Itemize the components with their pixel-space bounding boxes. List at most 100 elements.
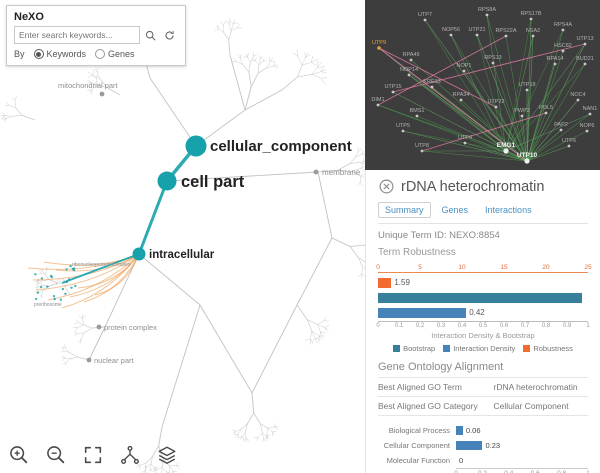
network-node-PWP2[interactable] <box>520 114 524 118</box>
cluster-node[interactable] <box>71 267 75 271</box>
tree-node[interactable] <box>313 169 319 175</box>
network-node-UTP21[interactable] <box>475 33 479 37</box>
network-node-BMS1[interactable] <box>415 114 419 118</box>
tree-branch <box>90 89 93 95</box>
network-node-UTP15[interactable] <box>391 90 395 94</box>
cluster-node[interactable] <box>36 291 40 294</box>
network-node-KRE33[interactable] <box>430 85 434 89</box>
network-node-RPS13[interactable] <box>491 61 495 65</box>
bottom-axis-tick: 0.7 <box>520 323 530 329</box>
radio-keywords[interactable]: Keywords <box>33 49 86 59</box>
cluster-node[interactable] <box>35 297 38 301</box>
cluster-node[interactable] <box>40 277 44 280</box>
cluster-node[interactable] <box>50 275 53 279</box>
network-node-RPS17B[interactable] <box>529 17 533 21</box>
network-node-PAP2[interactable] <box>559 128 563 132</box>
tree-branch <box>297 74 312 78</box>
tree-branch <box>361 152 366 155</box>
cluster-node[interactable] <box>68 278 71 281</box>
top-axis-tick: 5 <box>418 264 422 271</box>
cluster-node[interactable] <box>65 280 69 284</box>
cluster-node[interactable] <box>61 287 65 291</box>
cluster-node[interactable] <box>52 295 56 298</box>
tree-node[interactable] <box>96 324 102 330</box>
cluster-node[interactable] <box>53 297 56 301</box>
fit-to-screen-button[interactable] <box>82 444 104 466</box>
network-node-UTP7[interactable] <box>423 18 427 22</box>
network-node-UTP13[interactable] <box>583 42 587 46</box>
reset-icon[interactable] <box>163 28 178 43</box>
cluster-node[interactable] <box>64 292 67 295</box>
network-node-NSA2[interactable] <box>531 34 535 38</box>
network-node-BUD21[interactable] <box>583 62 587 66</box>
network-node-RPA49[interactable] <box>409 58 413 62</box>
tree-branch <box>257 67 267 74</box>
layers-button[interactable] <box>156 444 178 466</box>
tree-branch <box>99 78 108 88</box>
cluster-node[interactable] <box>69 264 72 268</box>
network-node-NOP14[interactable] <box>407 73 411 77</box>
network-node-UTP18[interactable] <box>525 88 529 92</box>
tab-interactions[interactable]: Interactions <box>485 205 532 215</box>
zoom-in-button[interactable] <box>8 444 30 466</box>
network-node-UTP8[interactable] <box>420 149 424 153</box>
network-node-NOP6[interactable] <box>585 129 589 133</box>
network-node-RPS4A[interactable] <box>561 28 565 32</box>
tree-node[interactable] <box>99 91 105 97</box>
network-node-NOP1[interactable] <box>462 69 466 73</box>
tab-genes[interactable]: Genes <box>441 205 469 215</box>
network-node-label: BMS1 <box>410 108 425 114</box>
network-node-NOC4[interactable] <box>576 98 580 102</box>
network-node-DIM1[interactable] <box>376 103 380 107</box>
tree-node-label: preribosome <box>34 302 62 308</box>
reset-layout-button[interactable] <box>119 444 141 466</box>
network-node-RPS8A[interactable] <box>485 13 489 17</box>
network-node-UTP5[interactable] <box>401 129 405 133</box>
network-node-HSC82[interactable] <box>561 49 565 53</box>
tree-branch <box>161 467 167 472</box>
network-node-RPA34[interactable] <box>459 98 463 102</box>
tree-branch <box>314 337 320 340</box>
radio-genes[interactable]: Genes <box>95 49 135 59</box>
network-node-label: UTP4 <box>458 135 472 141</box>
tree-branch <box>38 272 42 274</box>
tree-branch <box>250 60 256 62</box>
network-node-UTP6[interactable] <box>567 144 571 148</box>
network-edge <box>377 104 507 152</box>
cluster-node[interactable] <box>74 284 77 288</box>
tree-branch <box>360 161 364 169</box>
close-icon[interactable] <box>378 178 395 195</box>
cluster-node[interactable] <box>34 273 37 276</box>
network-node-RPA14[interactable] <box>553 62 557 66</box>
cluster-node[interactable] <box>70 286 73 289</box>
network-node-UTP10[interactable] <box>524 158 530 164</box>
tree-node-intracellular[interactable] <box>132 247 146 261</box>
tree-node-cell-part[interactable] <box>157 171 177 191</box>
tree-node[interactable] <box>86 357 92 363</box>
network-node-UTP9[interactable] <box>377 46 381 50</box>
cluster-node[interactable] <box>59 298 63 301</box>
search-input[interactable] <box>14 26 140 44</box>
network-node-EMG1[interactable] <box>503 148 509 154</box>
tab-summary[interactable]: Summary <box>378 202 431 218</box>
network-node-RPS22A[interactable] <box>504 34 508 38</box>
search-icon[interactable] <box>144 28 159 43</box>
network-node-NOP56[interactable] <box>449 33 453 37</box>
network-node-NAN1[interactable] <box>588 112 592 116</box>
network-node-UTP4[interactable] <box>463 141 467 145</box>
cluster-node[interactable] <box>39 285 43 289</box>
tree-branch <box>349 246 359 258</box>
reset-layout-icon <box>121 445 139 464</box>
tree-branch <box>149 468 151 472</box>
cluster-node[interactable] <box>65 268 68 271</box>
legend-swatch <box>393 345 401 352</box>
tree-node-cellular_component[interactable] <box>185 135 207 157</box>
cluster-node[interactable] <box>46 285 49 288</box>
zoom-out-button[interactable] <box>45 444 67 466</box>
network-node-UTP22[interactable] <box>494 105 498 109</box>
network-node-POL5[interactable] <box>544 111 548 115</box>
tree-branch <box>106 87 121 96</box>
